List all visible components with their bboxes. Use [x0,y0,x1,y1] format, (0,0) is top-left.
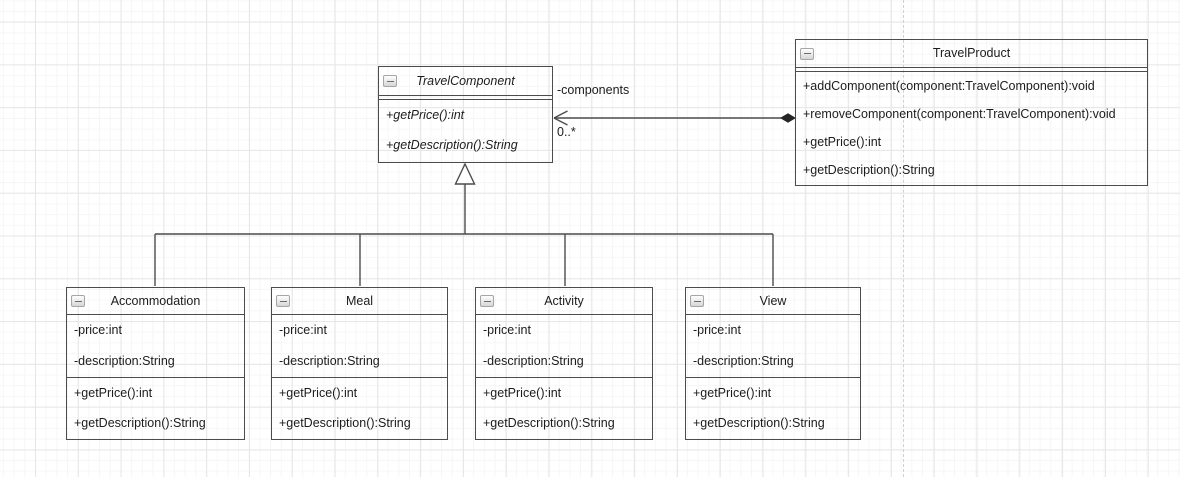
method-row: +getDescription():String [279,416,411,431]
class-accommodation[interactable]: Accommodation -price:int -description:St… [66,287,245,440]
method-row: +getPrice():int [386,107,465,122]
method-row: +getPrice():int [67,377,244,408]
class-travelcomponent[interactable]: TravelComponent +getPrice():int +getDesc… [378,66,553,163]
class-title-bar: TravelComponent [379,67,552,96]
class-title: Activity [544,293,584,308]
collapse-minus-icon[interactable] [690,295,704,307]
class-activity[interactable]: Activity -price:int -description:String … [475,287,653,440]
collapse-minus-icon[interactable] [383,75,397,87]
collapse-minus-icon[interactable] [480,295,494,307]
method-row: +getPrice():int [686,377,860,408]
class-view[interactable]: View -price:int -description:String +get… [685,287,861,440]
empty-fields-compartment [379,96,552,100]
field-row: -price:int [74,323,122,338]
class-travelproduct[interactable]: TravelProduct +addComponent(component:Tr… [795,39,1148,186]
class-title-bar: Meal [272,288,447,315]
empty-fields-compartment [796,68,1147,72]
composition-multiplicity-label[interactable]: 0..* [557,125,576,139]
inheritance-edge[interactable] [154,162,774,286]
method-row: +getDescription():String [74,416,206,431]
class-title: TravelProduct [932,46,1011,61]
field-row: -price:int [483,323,531,338]
field-row: -description:String [693,354,794,369]
field-row: -price:int [693,323,741,338]
method-row: +getDescription():String [803,162,935,177]
composition-edge[interactable] [553,110,796,126]
method-row: +getDescription():String [386,137,518,152]
composition-diamond [780,113,796,123]
field-row: -price:int [279,323,327,338]
inheritance-triangle-arrowhead [454,162,476,185]
composition-edge-label[interactable]: -components [557,83,630,97]
class-title: Meal [345,293,374,308]
class-title-bar: TravelProduct [796,40,1147,68]
field-row: -description:String [279,354,380,369]
class-meal[interactable]: Meal -price:int -description:String +get… [271,287,448,440]
method-row: +getPrice():int [803,134,882,149]
class-title: TravelComponent [416,73,515,88]
method-row: +removeComponent(component:TravelCompone… [803,106,1116,121]
class-title: View [759,293,787,308]
collapse-minus-icon[interactable] [276,295,290,307]
field-row: -description:String [74,354,175,369]
collapse-minus-icon[interactable] [800,47,814,60]
field-row: -description:String [483,354,584,369]
open-arrowhead [553,110,568,126]
method-row: +getPrice():int [272,377,447,408]
method-row: +getDescription():String [693,416,825,431]
class-title-bar: View [686,288,860,315]
method-row: +getPrice():int [476,377,652,408]
class-title-bar: Activity [476,288,652,315]
collapse-minus-icon[interactable] [71,295,85,307]
class-title-bar: Accommodation [67,288,244,315]
page-break-line [903,0,904,477]
method-row: +addComponent(component:TravelComponent)… [803,78,1095,93]
method-row: +getDescription():String [483,416,615,431]
class-title: Accommodation [110,293,201,308]
